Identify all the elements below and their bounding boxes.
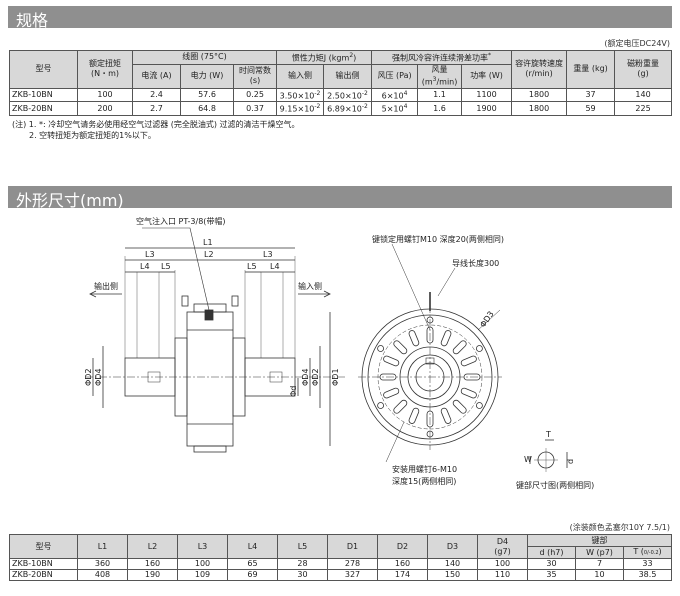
output-side-label: 输出侧 xyxy=(94,281,118,291)
cooling-slot xyxy=(426,410,434,428)
spec-header-output-side: 输出侧 xyxy=(323,63,373,89)
dim-L5-right: L5 xyxy=(247,262,257,271)
mounting-bolt-hole xyxy=(377,402,385,409)
dim-D2-right: ΦD2 xyxy=(311,368,320,386)
spec-header-pressure: 风压 (Pa) xyxy=(371,63,419,89)
table-row: ZKB-20BN 408 190 109 69 30 327 174 150 1… xyxy=(9,569,672,581)
cooling-slot xyxy=(460,387,477,399)
mounting-bolt-hole xyxy=(426,430,434,438)
spec-header-coil: 线圈 (75°C) xyxy=(131,50,278,65)
dim-header-T: T (0/-0.2) xyxy=(623,546,672,559)
footnote-2: 2. 空转扭矩为额定扭矩的1%以下。 xyxy=(29,131,156,140)
dim-L2: L2 xyxy=(204,250,214,259)
cooling-slot xyxy=(408,330,420,347)
spec-footnotes: (注) 1. *: 冷却空气请务必使用经空气过滤器 (完全脱油式) 过滤的清洁干… xyxy=(12,119,300,141)
dimension-table: 型号 L1 L2 L3 L4 L5 D1 D2 D3 D4(g7) 键部 d (… xyxy=(9,534,672,581)
dim-D4-left: ΦD4 xyxy=(94,368,103,386)
input-side-label: 输入侧 xyxy=(298,281,322,291)
lead-length-label: 导线长度300 xyxy=(452,258,499,268)
front-view-slots xyxy=(379,326,481,428)
dim-header-key: 键部 xyxy=(527,534,672,547)
outline-drawing: 空气注入口 PT-3/8(带帽) L1 L3 L2 L3 L4 L5 L5 L4… xyxy=(84,216,594,490)
footnote-1: (注) 1. *: 冷却空气请务必使用经空气过滤器 (完全脱油式) 过滤的清洁干… xyxy=(12,120,300,129)
cooling-slot xyxy=(452,340,467,355)
spec-header-weight: 重量 (kg) xyxy=(566,50,616,89)
cooling-slot xyxy=(379,373,397,381)
spec-table: 型号 额定扭矩(N・m) 线圈 (75°C) 惯性力矩J (kgm2) 强制风冷… xyxy=(9,50,673,116)
dim-L1: L1 xyxy=(203,238,213,247)
cooling-slot xyxy=(426,326,434,344)
dim-D4-right: ΦD4 xyxy=(301,368,310,386)
mount-screw-label-2: 深度15(两侧相同) xyxy=(392,476,456,486)
key-dim-W: W xyxy=(524,455,532,464)
table-row: ZKB-10BN 360 160 100 65 28 278 160 140 1… xyxy=(9,558,672,570)
cooling-slot xyxy=(452,399,467,414)
dim-L3-left: L3 xyxy=(145,250,155,259)
spec-header-time-constant: 时间常数(s) xyxy=(232,63,278,89)
front-view xyxy=(358,243,568,472)
dim-D1: ΦD1 xyxy=(331,368,340,386)
dim-L4-left: L4 xyxy=(140,262,150,271)
mounting-bolt-hole xyxy=(426,316,434,324)
spec-header-magnet-powder: 磁粉重量(g) xyxy=(614,50,673,89)
dim-header-D4: D4(g7) xyxy=(477,534,528,559)
key-dim-d: d xyxy=(566,459,575,464)
spec-header-power: 电力 (W) xyxy=(180,63,234,89)
cooling-slot xyxy=(440,330,452,347)
side-view xyxy=(85,227,345,453)
air-inlet-label: 空气注入口 PT-3/8(带帽) xyxy=(136,216,226,226)
spec-header-inertia: 惯性力矩J (kgm2) xyxy=(276,50,373,65)
voltage-note: (额定电压DC24V) xyxy=(604,39,670,48)
mounting-bolt-hole xyxy=(377,345,385,352)
dim-L4-right: L4 xyxy=(270,262,280,271)
dim-phi-d: Φd xyxy=(289,386,298,397)
mounting-bolt-hole xyxy=(475,345,483,352)
spec-header-current: 电流 (A) xyxy=(132,63,181,89)
key-detail-label: 键部尺寸图(两侧相同) xyxy=(516,480,594,490)
spec-header-torque: 额定扭矩(N・m) xyxy=(77,50,133,89)
cooling-slot xyxy=(383,387,400,399)
paint-note: (涂装颜色孟塞尔10Y 7.5/1) xyxy=(569,523,670,532)
spec-header-cooling: 强制风冷容许连续滑差功率* xyxy=(371,50,513,65)
spec-header-model: 型号 xyxy=(9,50,78,89)
spec-section-header: 规格 xyxy=(8,6,672,30)
side-view-labels: 空气注入口 PT-3/8(带帽) L1 L3 L2 L3 L4 L5 L5 L4… xyxy=(84,216,340,397)
drawing-section-title: 外形尺寸(mm) xyxy=(16,191,124,210)
key-dim-T: T xyxy=(545,430,551,439)
key-screw-label: 键锁定用螺钉M10 深度20(两侧相同) xyxy=(372,234,504,244)
cooling-slot xyxy=(460,355,477,367)
dim-D2-left: ΦD2 xyxy=(84,368,93,386)
cooling-slot xyxy=(383,355,400,367)
cooling-slot xyxy=(440,407,452,424)
mounting-bolt-hole xyxy=(475,402,483,409)
table-row: ZKB-20BN 200 2.7 64.8 0.37 9.15×10-2 6.8… xyxy=(9,101,673,116)
spec-header-input-side: 输入侧 xyxy=(276,63,325,89)
dim-header-model: 型号 xyxy=(9,534,78,559)
dim-L5-left: L5 xyxy=(161,262,171,271)
front-view-bolts xyxy=(377,316,483,438)
cooling-slot xyxy=(393,340,408,355)
cooling-slot xyxy=(408,407,420,424)
cooling-slot xyxy=(463,373,481,381)
spec-header-slip-power: 功率 (W) xyxy=(461,63,513,89)
mount-screw-label-1: 安装用螺钉6-M10 xyxy=(392,464,457,474)
drawing-section-header: 外形尺寸(mm) xyxy=(8,186,672,210)
spec-section-title: 规格 xyxy=(16,11,49,30)
front-view-labels: 键锁定用螺钉M10 深度20(两侧相同) 导线长度300 ΦD3 安装用螺钉6-… xyxy=(372,234,594,490)
table-row: ZKB-10BN 100 2.4 57.6 0.25 3.50×10-2 2.5… xyxy=(9,87,673,103)
spec-header-airflow: 风量(m3/min) xyxy=(417,63,463,89)
dim-D3: ΦD3 xyxy=(478,310,495,330)
cooling-slot xyxy=(393,399,408,414)
spec-header-speed: 容许旋转速度(r/min) xyxy=(511,50,568,89)
dim-L3-right: L3 xyxy=(263,250,273,259)
